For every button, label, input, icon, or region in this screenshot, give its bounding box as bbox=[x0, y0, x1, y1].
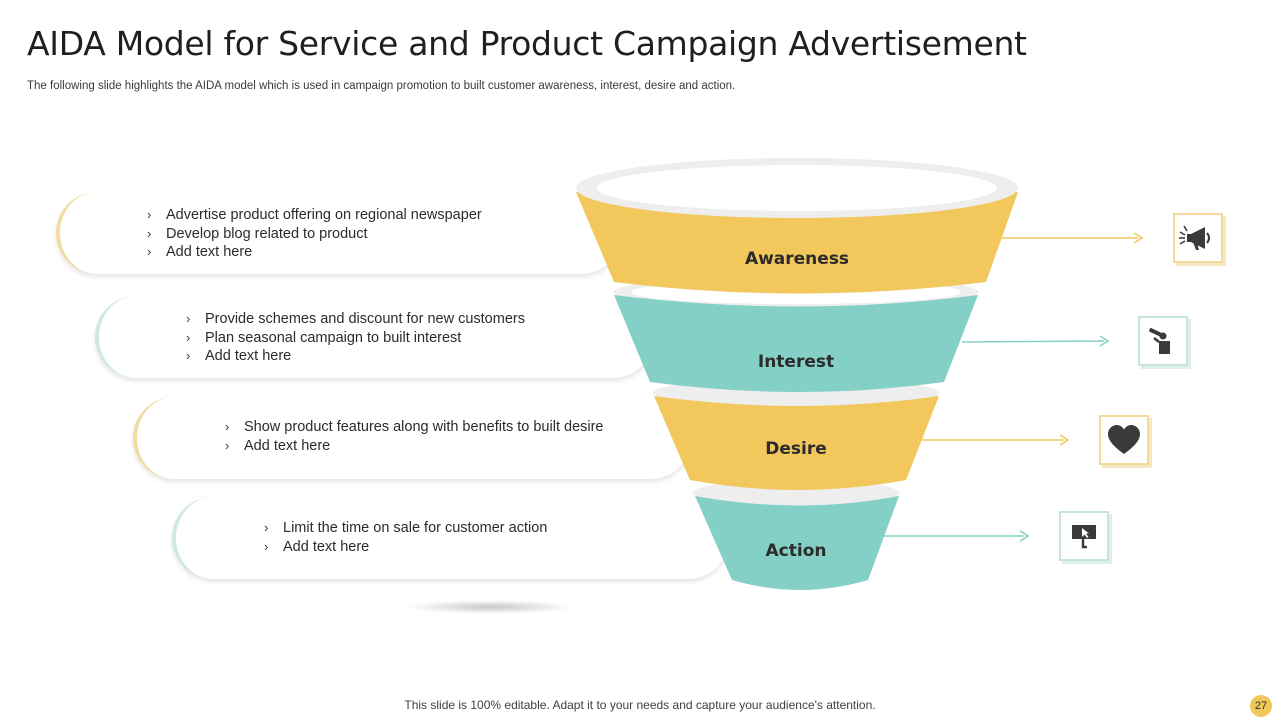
list-item: ›Plan seasonal campaign to built interes… bbox=[186, 329, 462, 346]
awareness-icon-box bbox=[1173, 213, 1223, 263]
list-item: ›Show product features along with benefi… bbox=[225, 419, 604, 435]
stage-label-action: Action bbox=[765, 541, 827, 561]
awareness-bullets: ›Advertise product offering on regional … bbox=[147, 206, 482, 262]
desire-arrow bbox=[922, 434, 1070, 446]
interest-arrow bbox=[961, 335, 1110, 347]
awareness-arrow bbox=[998, 232, 1144, 244]
action-bullets: ›Limit the time on sale for customer act… bbox=[264, 519, 547, 556]
page-subtitle: The following slide highlights the AIDA … bbox=[27, 80, 736, 92]
interest-card bbox=[95, 296, 654, 378]
stage-label-desire: Desire bbox=[765, 439, 827, 459]
list-item: ›Advertise product offering on regional … bbox=[147, 207, 482, 223]
megaphone-icon bbox=[1179, 225, 1210, 250]
interest-bullets: ›Provide schemes and discount for new cu… bbox=[186, 310, 525, 366]
funnel-segment-awareness bbox=[576, 158, 1018, 294]
action-icon-box bbox=[1059, 511, 1109, 561]
page-number-badge: 27 bbox=[1250, 695, 1272, 717]
list-item: ›Add text here bbox=[264, 538, 370, 555]
interest-icon-box bbox=[1138, 316, 1188, 366]
desire-icon-box bbox=[1099, 415, 1149, 465]
person-telescope-icon bbox=[1149, 327, 1170, 354]
footer-note: This slide is 100% editable. Adapt it to… bbox=[404, 698, 876, 712]
list-item: ›Limit the time on sale for customer act… bbox=[264, 520, 548, 536]
heart-icon bbox=[1108, 425, 1140, 454]
list-item: ›Add text here bbox=[225, 437, 331, 454]
floor-shadow bbox=[405, 600, 575, 614]
list-item: ›Add text here bbox=[186, 348, 292, 364]
list-item: ›Develop blog related to product bbox=[147, 225, 368, 242]
list-item: ›Add text here bbox=[147, 244, 253, 260]
list-item: ›Provide schemes and discount for new cu… bbox=[186, 311, 525, 327]
action-arrow bbox=[882, 530, 1030, 542]
stage-label-interest: Interest bbox=[757, 352, 835, 372]
page-title: AIDA Model for Service and Product Campa… bbox=[27, 24, 1027, 63]
desire-card bbox=[133, 397, 692, 479]
click-screen-icon bbox=[1072, 525, 1096, 549]
funnel-segment-desire bbox=[653, 378, 939, 490]
desire-bullets: ›Show product features along with benefi… bbox=[225, 418, 604, 455]
awareness-card bbox=[56, 192, 622, 274]
funnel-segment-action bbox=[693, 479, 899, 590]
action-card bbox=[172, 497, 729, 579]
stage-label-awareness: Awareness bbox=[744, 249, 850, 269]
